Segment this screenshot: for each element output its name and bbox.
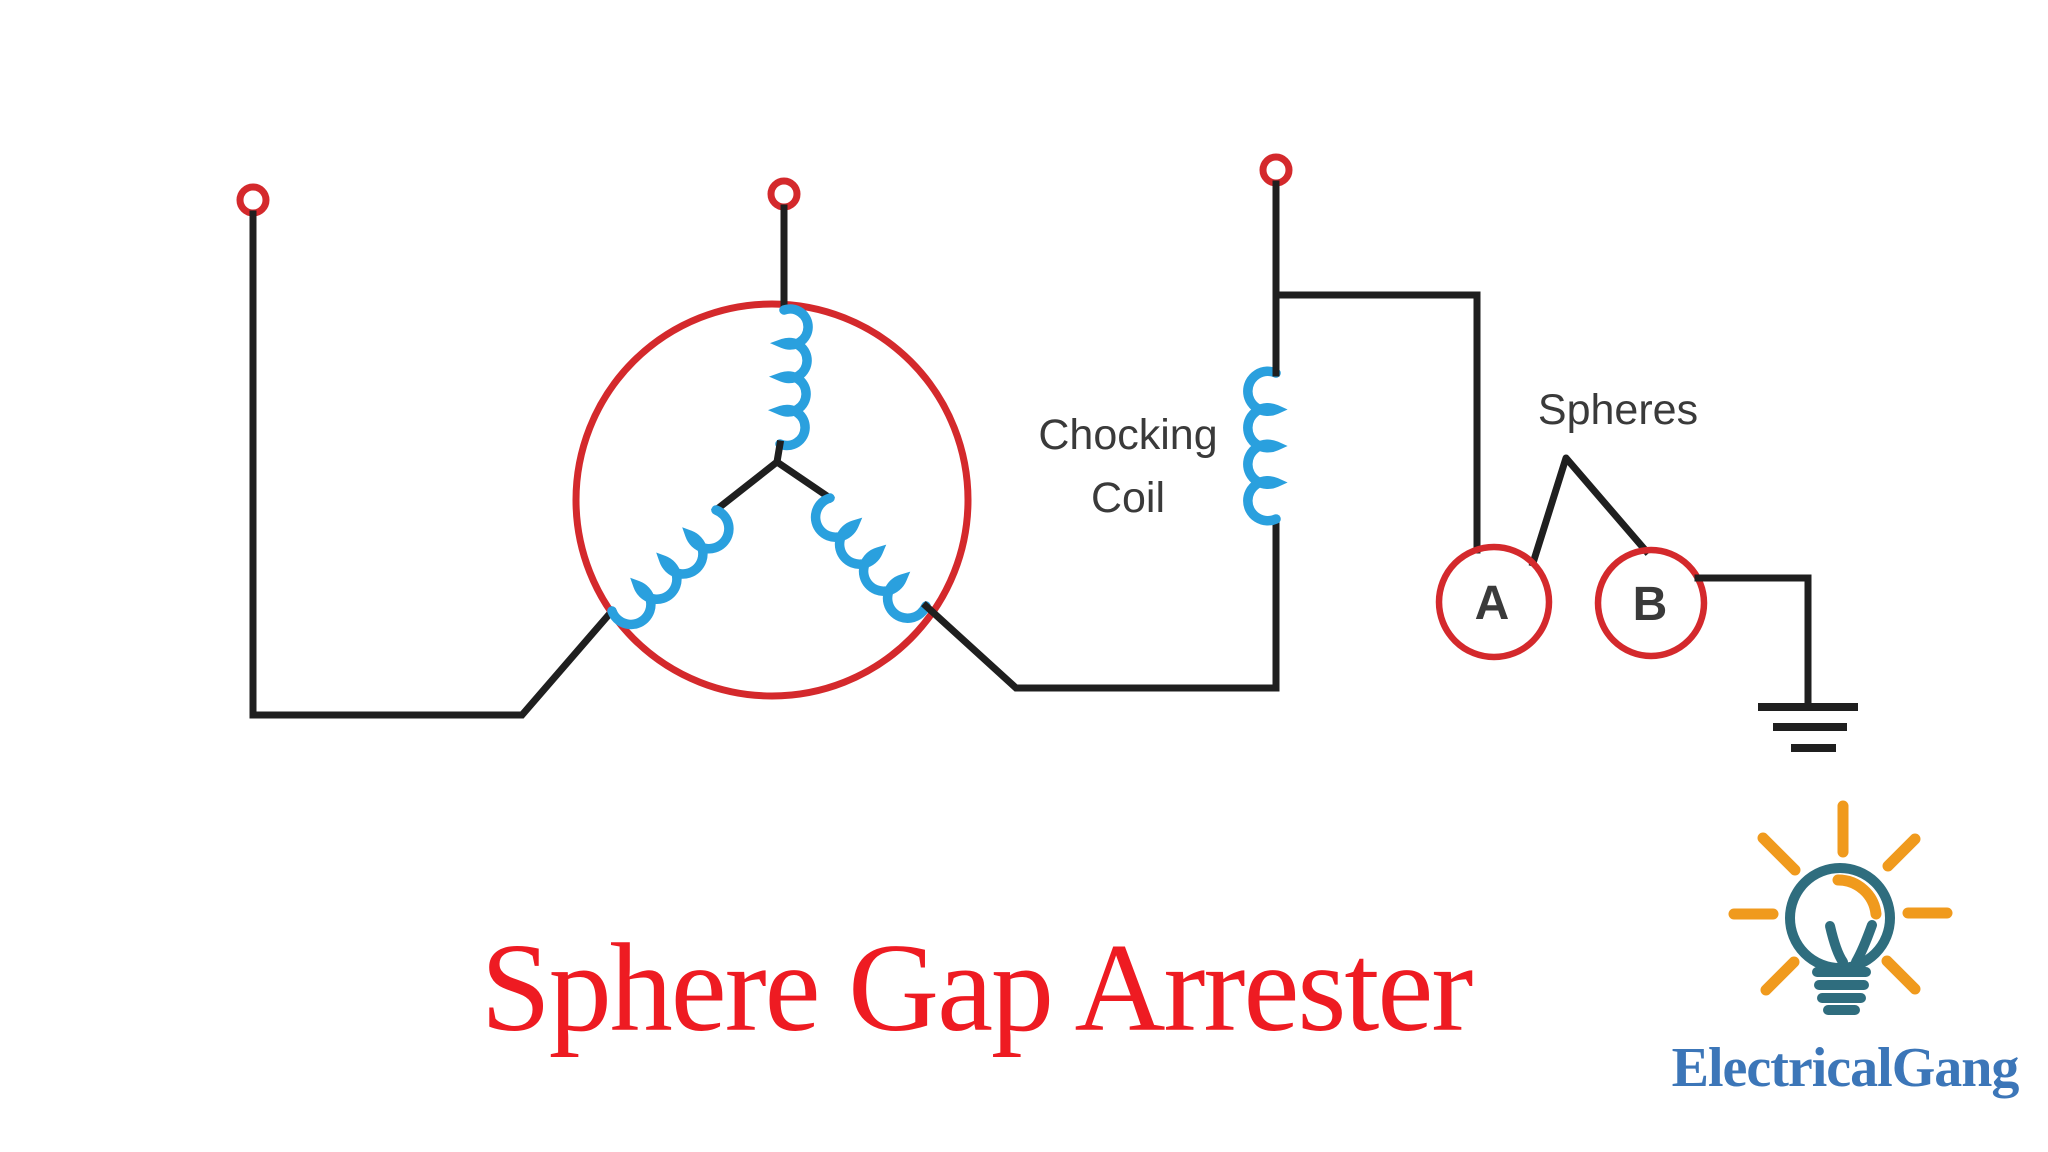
wire — [921, 515, 1280, 692]
spheres-label: Spheres — [1538, 386, 1698, 434]
phase-winding-coil-top — [767, 304, 813, 451]
wire — [1694, 574, 1812, 707]
sphere-a-label: A — [1475, 577, 1510, 630]
choking-coil-label: Coil — [1091, 474, 1165, 522]
spheres-pointer-line — [1528, 454, 1651, 568]
wire — [711, 439, 785, 515]
phase-winding-coil-left — [607, 505, 734, 630]
logo-wordmark: ElectricalGang — [1672, 1037, 2020, 1099]
sphere-b-circle — [1594, 546, 1708, 660]
line-terminal-icon — [767, 177, 801, 211]
sun-rays-icon — [1728, 800, 1953, 996]
phase-winding-coil-right — [810, 493, 931, 623]
wire — [249, 210, 617, 719]
choking-coil-label: Chocking — [1038, 411, 1217, 459]
line-terminal-icon — [1259, 153, 1293, 187]
line-terminal-icon — [236, 183, 270, 217]
choking-coil — [1243, 366, 1288, 526]
wire — [772, 457, 835, 503]
diagram-title: Sphere Gap Arrester — [481, 919, 1473, 1058]
winding-circle — [572, 300, 972, 700]
lightbulb-icon — [1785, 863, 1895, 1015]
wire — [1272, 291, 1481, 554]
sphere-b-label: B — [1633, 578, 1668, 631]
electricalgang-logo: ElectricalGang — [1672, 800, 2020, 1099]
sphere-a-circle — [1435, 543, 1553, 661]
earth-ground-icon — [1758, 703, 1858, 752]
